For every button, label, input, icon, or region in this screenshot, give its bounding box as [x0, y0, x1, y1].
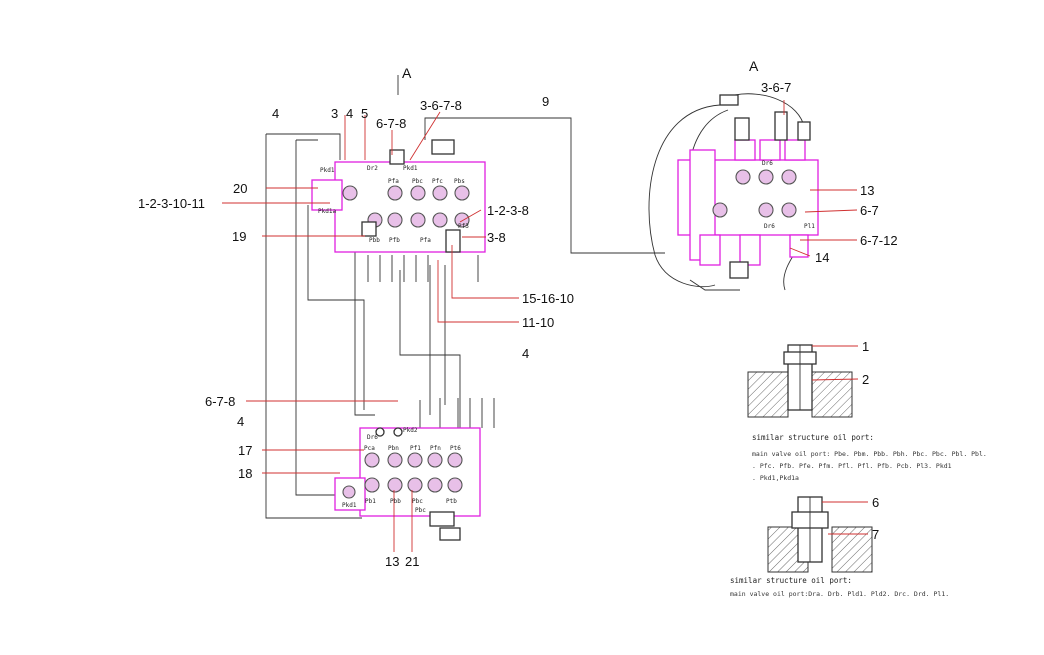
note-title-1: similar structure oil port: — [752, 433, 874, 442]
callout-11-10: 11-10 — [522, 315, 554, 330]
callout-15-16-10: 15-16-10 — [522, 291, 574, 306]
port-label: Pkd1 — [342, 502, 357, 509]
port-label: Dr6 — [762, 160, 773, 167]
note-line: . Pfc. Pfb. Pfe. Pfm. Pfl. Pfl. Pfb. Pcb… — [752, 462, 952, 470]
callout-2: 2 — [862, 372, 869, 387]
port-label: Pbn — [388, 445, 399, 452]
port-label: Dr6 — [367, 434, 378, 441]
callout-4: 4 — [522, 346, 529, 361]
port-label: Pca — [364, 445, 375, 452]
callout-18: 18 — [238, 466, 252, 481]
note-title-2: similar structure oil port: — [730, 576, 852, 585]
upper-valve-block — [311, 139, 486, 253]
note-line: main valve oil port: Pbe. Pbm. Pbb. Pbh.… — [752, 450, 987, 458]
callout-17: 17 — [238, 443, 252, 458]
port-label: Pfa — [388, 178, 399, 185]
view-a-label-right: A — [749, 58, 759, 74]
port-label: Pbb — [369, 237, 380, 244]
callout-labels: A A 4 3 4 5 6-7-8 3-6-7-8 9 20 1-2-3-10-… — [138, 58, 898, 569]
port-label: Pfn — [430, 445, 441, 452]
port-label: Pf1 — [410, 445, 421, 452]
notes: similar structure oil port: main valve o… — [730, 433, 987, 598]
port-label: Pfb — [389, 237, 400, 244]
callout-4: 4 — [237, 414, 244, 429]
port-label: Ptb — [446, 498, 457, 505]
port-label: Pl1 — [804, 223, 815, 230]
callout-1-2-3-8: 1-2-3-8 — [487, 203, 529, 218]
callout-4: 4 — [346, 106, 353, 121]
callout-7: 7 — [872, 527, 879, 542]
port-label: Pt6 — [450, 445, 461, 452]
port-label: Pfa — [420, 237, 431, 244]
note-line: . Pkd1,Pkd1a — [752, 474, 799, 482]
port-label: Pkd1 — [403, 165, 418, 172]
port-label: Dr6 — [764, 223, 775, 230]
callout-6: 6 — [872, 495, 879, 510]
port-label: Pbs — [454, 178, 465, 185]
note-line: main valve oil port:Dra. Drb. Pld1. Pld2… — [730, 590, 949, 598]
callout-13: 13 — [860, 183, 874, 198]
callout-13: 13 — [385, 554, 399, 569]
port-label: Pbc — [412, 498, 423, 505]
callout-3-6-7: 3-6-7 — [761, 80, 791, 95]
callout-6-7-8: 6-7-8 — [205, 394, 235, 409]
callout-19: 19 — [232, 229, 246, 244]
port-label: Pf3 — [458, 223, 469, 230]
lower-valve-block — [334, 427, 481, 541]
port-label: Pbc — [412, 178, 423, 185]
callout-9: 9 — [542, 94, 549, 109]
fitting-detail-2 — [767, 496, 873, 573]
port-label: Pkd1a — [318, 208, 336, 215]
port-label: Pfc — [432, 178, 443, 185]
port-label: Pkd1 — [320, 167, 335, 174]
callout-20: 20 — [233, 181, 247, 196]
right-valve-assembly — [677, 94, 819, 279]
port-label: Pkd2 — [403, 427, 418, 434]
callout-1: 1 — [862, 339, 869, 354]
callout-1-2-3-10-11: 1-2-3-10-11 — [138, 196, 205, 211]
fitting-detail-1 — [747, 344, 853, 418]
port-label: Pbc — [415, 507, 426, 514]
callout-6-7-12: 6-7-12 — [860, 233, 898, 248]
callout-21: 21 — [405, 554, 419, 569]
callout-6-7: 6-7 — [860, 203, 879, 218]
port-labels: Pkd1 Pkd1a Dr2 Pkd1 Pfa Pbc Pfc Pbs Pbb … — [318, 160, 815, 514]
callout-6-7-8: 6-7-8 — [376, 116, 406, 131]
callout-5: 5 — [361, 106, 368, 121]
callout-14: 14 — [815, 250, 829, 265]
port-label: Dr2 — [367, 165, 378, 172]
hose-lines — [265, 75, 806, 519]
port-label: Pbb — [390, 498, 401, 505]
callout-3-6-7-8: 3-6-7-8 — [420, 98, 462, 113]
port-label: Pb1 — [365, 498, 376, 505]
callout-4: 4 — [272, 106, 279, 121]
callout-3: 3 — [331, 106, 338, 121]
view-a-label-top: A — [402, 65, 412, 81]
leader-lines — [222, 100, 868, 552]
callout-3-8: 3-8 — [487, 230, 506, 245]
